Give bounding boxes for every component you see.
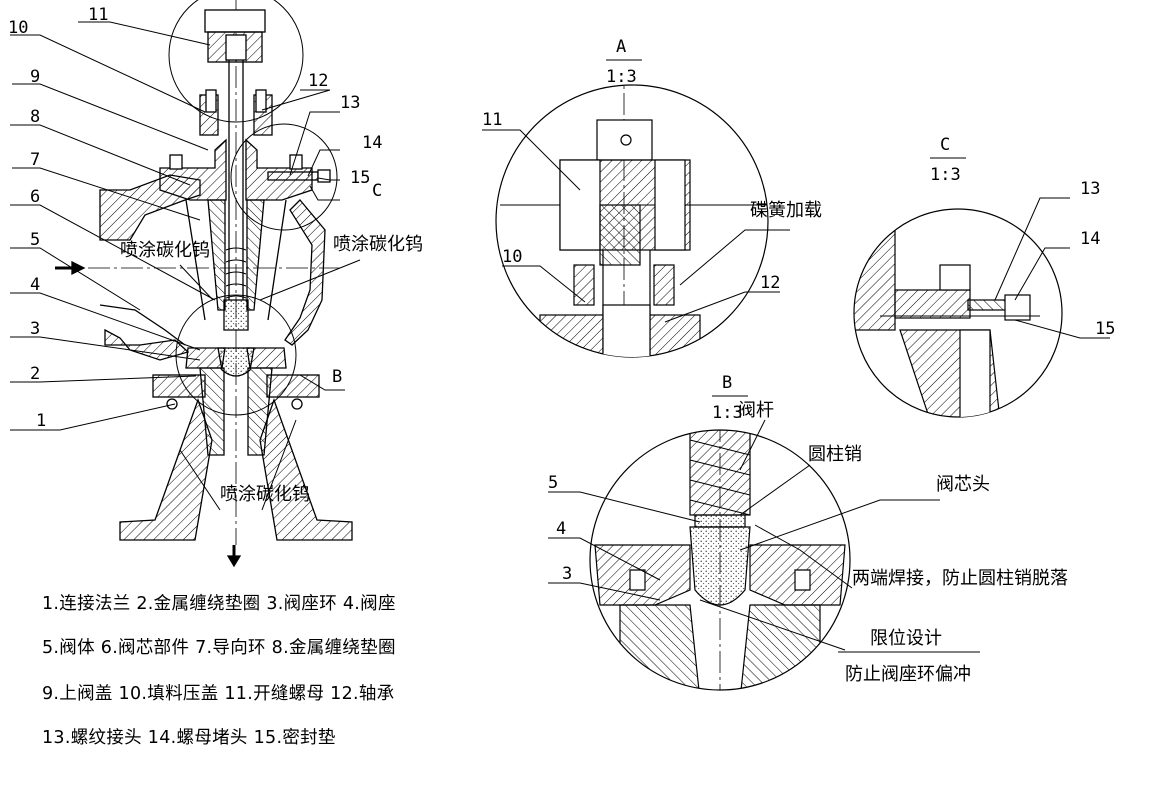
label-b-ref: B <box>332 367 342 387</box>
label-1: 1 <box>36 411 46 431</box>
label-11: 11 <box>88 5 108 25</box>
detail-c-label-14: 14 <box>1080 229 1100 249</box>
detail-c-label-13: 13 <box>1080 179 1100 199</box>
detail-a: A 1:3 11 10 12 碟簧加载 <box>482 37 822 358</box>
label-4: 4 <box>30 275 40 295</box>
coating-label-bottom: 喷涂碳化钨 <box>220 484 310 505</box>
label-7: 7 <box>30 150 40 170</box>
detail-b-letter: B <box>722 373 732 393</box>
detail-c-circle <box>230 123 338 231</box>
legend-line-2: 5.阀体 6.阀芯部件 7.导向环 8.金属缠绕垫圈 <box>42 638 396 658</box>
detail-a-spring-label: 碟簧加载 <box>750 200 822 221</box>
label-15: 15 <box>350 168 370 188</box>
detail-a-scale: 1:3 <box>606 67 637 87</box>
label-8: 8 <box>30 107 40 127</box>
detail-c-letter: C <box>940 135 950 155</box>
detail-b-label-5: 5 <box>548 473 558 493</box>
label-3: 3 <box>30 319 40 339</box>
label-5: 5 <box>30 230 40 250</box>
detail-b-anti-flush-label: 防止阀座环偏冲 <box>845 664 971 685</box>
detail-b-weld-note: 两端焊接，防止圆柱销脱落 <box>852 568 1068 589</box>
detail-c-scale: 1:3 <box>930 165 961 185</box>
main-leaders <box>10 21 361 511</box>
detail-c: C 1:3 13 14 15 <box>853 135 1115 418</box>
detail-b-label-3: 3 <box>562 564 572 584</box>
detail-a-label-10: 10 <box>502 247 522 267</box>
detail-b-stem-label: 阀杆 <box>738 400 774 421</box>
detail-a-label-11: 11 <box>482 110 502 130</box>
label-10: 10 <box>8 18 28 38</box>
label-c-ref: C <box>372 181 382 201</box>
detail-c-label-15: 15 <box>1095 319 1115 339</box>
coating-label-right: 喷涂碳化钨 <box>333 234 423 255</box>
legend-line-1: 1.连接法兰 2.金属缠绕垫圈 3.阀座环 4.阀座 <box>42 594 396 614</box>
label-2: 2 <box>30 364 40 384</box>
label-6: 6 <box>30 187 40 207</box>
detail-b-scale: 1:3 <box>712 403 743 423</box>
detail-b-circle <box>175 294 297 416</box>
detail-b-label-4: 4 <box>556 519 566 539</box>
label-13: 13 <box>340 93 360 113</box>
main-section-view <box>10 0 361 568</box>
legend-line-3: 9.上阀盖 10.填料压盖 11.开缝螺母 12.轴承 <box>42 684 395 704</box>
detail-b-pin-label: 圆柱销 <box>808 444 862 465</box>
detail-b-limit-label: 限位设计 <box>870 628 942 649</box>
main-labels: 10 11 12 9 8 7 6 5 4 3 2 1 13 14 15 C B … <box>8 5 423 505</box>
detail-b-plug-head-label: 阀芯头 <box>936 474 990 495</box>
label-12: 12 <box>308 71 328 91</box>
label-14: 14 <box>362 133 382 153</box>
detail-b: B 1:3 5 4 3 阀杆 圆柱销 阀芯头 两端焊 <box>548 373 1068 691</box>
detail-a-label-12: 12 <box>760 273 780 293</box>
detail-a-circle <box>168 0 304 123</box>
coating-label-left: 喷涂碳化钨 <box>120 240 210 261</box>
label-9: 9 <box>30 67 40 87</box>
detail-a-letter: A <box>616 37 626 57</box>
legend-line-4: 13.螺纹接头 14.螺母堵头 15.密封垫 <box>42 728 336 748</box>
